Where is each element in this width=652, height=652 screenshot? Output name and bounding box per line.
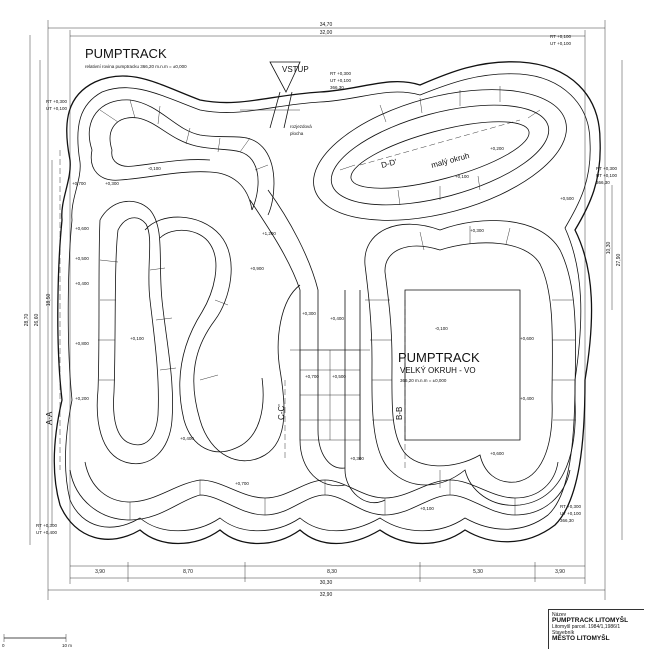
site-outline: [53, 61, 601, 545]
section-a: A-A: [45, 411, 54, 425]
spot-height: +0,300: [302, 311, 316, 316]
spot-height: +0,100: [420, 506, 434, 511]
entry-rt: RT +0,300: [330, 71, 351, 76]
dim-top-inner: 32,00: [320, 30, 333, 36]
spot-height: +0,100: [455, 174, 469, 179]
dim-left-1: 28,70: [24, 314, 30, 327]
bottom-track: [69, 461, 571, 521]
spot-height: +0,700: [235, 481, 249, 486]
passage-label-1: rozjezdová: [290, 124, 312, 129]
spot-height: +0,300: [105, 181, 119, 186]
title-block-place: Litomyšl parcel. 1984/1,1986/1: [552, 624, 621, 630]
spot-height: +0,300: [470, 228, 484, 233]
dim-bottom-1: 3,90: [95, 569, 105, 575]
dim-left-3: 18,50: [46, 294, 52, 307]
level-br-ut: UT +0,100: [560, 511, 582, 516]
title-block-owner: MĚSTO LITOMYŠL: [552, 635, 610, 642]
small-loop-track: [313, 86, 567, 221]
level-bl-ut: UT +0,400: [36, 530, 58, 535]
spot-height: +0,700: [305, 374, 319, 379]
spot-height: +0,400: [330, 316, 344, 321]
centre-track: [249, 189, 386, 503]
top-left-track: [88, 99, 275, 216]
dim-bottom-total: 30,30: [320, 580, 333, 586]
dim-left-2: 26,60: [34, 314, 40, 327]
big-loop-title: PUMPTRACK: [398, 350, 480, 365]
spot-heights: +0,300 +0,600 +0,700 +0,500 +0,400 +0,80…: [72, 146, 574, 511]
level-r-alt: 366,30: [596, 180, 610, 185]
section-c: C-C': [277, 404, 286, 420]
level-tr-rt: RT +0,100: [550, 34, 571, 39]
level-br-rt: RT +0,300: [560, 504, 581, 509]
title-block-label: Název: [552, 612, 567, 618]
spot-height: +0,100: [130, 336, 144, 341]
spot-height: -0,100: [435, 326, 448, 331]
entry-alt: 366,30: [330, 85, 344, 90]
spot-height: +0,600: [75, 226, 89, 231]
title-block-owner-label: Stavebník: [552, 630, 575, 636]
title-block: Název PUMPTRACK LITOMYŠL Litomyšl parcel…: [548, 609, 644, 649]
section-b: B-B: [395, 407, 404, 420]
dim-bottom-3: 8,30: [327, 569, 337, 575]
big-loop-subtitle: VELKÝ OKRUH - VO: [400, 366, 476, 375]
plan-subtitle: relativní rovina pumptracku 366,20 m.n.m…: [85, 64, 187, 69]
entry-ramp: [240, 61, 301, 129]
dim-bottom-4: 5,30: [473, 569, 483, 575]
site-outline-inner: [65, 73, 591, 532]
spot-height: +0,200: [490, 146, 504, 151]
level-tr-ut: UT +0,100: [550, 41, 572, 46]
spot-height: +0,500: [332, 374, 346, 379]
spot-height: +0,600: [520, 336, 534, 341]
big-loop-level: 366,20 m.n.m = ±0,000: [400, 378, 447, 383]
level-r-ut: UT +0,100: [596, 173, 618, 178]
spot-height: +0,400: [180, 436, 194, 441]
section-lines: [59, 119, 521, 470]
entry-label: VSTUP: [282, 65, 309, 74]
scale-bar: 0 10 m: [2, 634, 72, 648]
spot-height: -0,100: [148, 166, 161, 171]
level-r-rt: RT +0,300: [596, 166, 617, 171]
section-d: D-D': [380, 157, 398, 170]
spot-height: +0,800: [75, 341, 89, 346]
entry-ut: UT +0,100: [330, 78, 352, 83]
left-serpentine-track: [96, 201, 301, 464]
spot-height: +0,400: [75, 281, 89, 286]
dim-top-outer: 34,70: [320, 22, 333, 28]
title-block-name: PUMPTRACK LITOMYŠL: [552, 617, 629, 624]
spot-height: +1,200: [262, 231, 276, 236]
dim-bottom-5: 3,90: [555, 569, 565, 575]
level-bl-rt: RT +0,300: [36, 523, 57, 528]
plan-title: PUMPTRACK: [85, 46, 167, 61]
level-tl-rt: RT +0,300: [46, 99, 67, 104]
spot-height: +0,900: [250, 266, 264, 271]
spot-height: +0,200: [75, 396, 89, 401]
spot-height: +0,500: [560, 196, 574, 201]
scale-ten: 10 m: [62, 643, 72, 648]
spot-height: +0,600: [490, 451, 504, 456]
scale-zero: 0: [2, 643, 5, 648]
spot-height: +0,400: [520, 396, 534, 401]
dimension-lines: [29, 20, 623, 600]
spot-height: +0,700: [72, 181, 86, 186]
small-loop-label: malý okruh: [430, 151, 470, 170]
dim-right-1: 27,90: [616, 254, 622, 267]
passage-label-2: plocha: [290, 131, 304, 136]
dim-bottom-outer: 32,90: [320, 592, 333, 598]
level-br-alt: 366,30: [560, 518, 574, 523]
dim-right-2: 10,30: [606, 242, 612, 255]
big-loop-track: [364, 220, 576, 506]
spot-height: +0,300: [350, 456, 364, 461]
level-tl-ut: UT +0,100: [46, 106, 68, 111]
spot-height: +0,500: [75, 256, 89, 261]
dim-bottom-2: 8,70: [183, 569, 193, 575]
